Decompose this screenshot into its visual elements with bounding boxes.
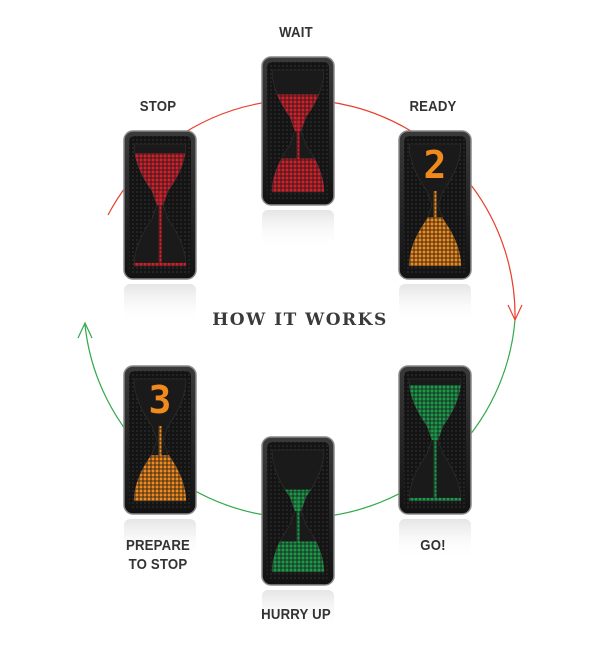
light-go	[398, 365, 472, 581]
cycle-arrowhead-red	[507, 304, 523, 322]
label-go: GO!	[420, 537, 446, 554]
light-stop	[123, 130, 197, 346]
reflection	[399, 519, 471, 559]
sand-bottom	[272, 541, 324, 572]
light-prepare-to-stop: 3	[123, 365, 197, 581]
reflection	[399, 284, 471, 324]
reflection	[124, 284, 196, 324]
sand-stream	[158, 191, 162, 263]
label-stop: STOP	[139, 98, 177, 115]
sand-bottom	[409, 497, 461, 501]
cycle-arrowhead-green	[77, 321, 93, 339]
countdown-digit: 2	[424, 143, 447, 187]
light-wait	[261, 56, 335, 272]
hourglass-light-svg	[123, 130, 197, 324]
hourglass-light-svg: 3	[123, 365, 197, 559]
reflection	[262, 590, 334, 630]
light-ready: 2	[398, 130, 472, 346]
label-ready: READY	[409, 98, 457, 115]
hourglass-light-svg: 2	[398, 130, 472, 324]
sand-bottom	[272, 158, 324, 192]
label-hurry-up: HURRY UP	[261, 606, 331, 623]
reflection	[262, 210, 334, 250]
sand-stream	[433, 191, 437, 218]
sand-bottom	[134, 262, 186, 266]
countdown-digit: 3	[149, 378, 172, 422]
sand-stream	[433, 426, 437, 498]
hourglass-light-svg	[261, 56, 335, 250]
diagram-title: HOW IT WORKS	[212, 310, 388, 330]
hourglass-light-svg	[398, 365, 472, 559]
sand-stream	[296, 117, 300, 159]
label-prepare-to-stop: PREPARE TO STOP	[125, 537, 191, 573]
sand-stream	[296, 497, 300, 542]
hourglass-light-svg	[261, 436, 335, 630]
light-hurry-up	[261, 436, 335, 652]
label-wait: WAIT	[279, 24, 313, 41]
sand-stream	[158, 426, 162, 456]
reflection	[124, 519, 196, 559]
